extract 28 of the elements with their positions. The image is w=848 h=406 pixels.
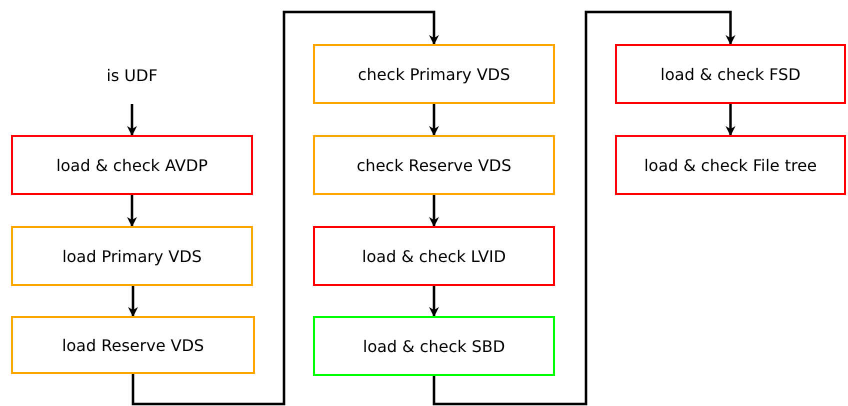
arrow [127, 104, 137, 136]
arrow [429, 104, 439, 136]
arrow [429, 195, 439, 227]
arrow [432, 10, 736, 406]
start-label: is UDF [106, 66, 158, 84]
process-box [313, 316, 555, 376]
process-box [11, 316, 255, 374]
process-box [11, 135, 253, 195]
process-box [313, 135, 555, 195]
process-box [615, 135, 846, 195]
box-label: load & check LVID [362, 246, 506, 266]
box-label: load & check FSD [660, 64, 801, 84]
arrow [132, 10, 439, 406]
box-label: load Reserve VDS [62, 336, 204, 354]
box-label: load & check SBD [362, 336, 506, 356]
arrow [726, 104, 736, 136]
process-box [615, 44, 846, 104]
process-box [313, 226, 555, 286]
process-box [313, 44, 555, 104]
box-label: load & check File tree [644, 156, 817, 174]
box-label: load & check AVDP [56, 156, 208, 174]
box-label: check Primary VDS [358, 64, 510, 84]
process-box [11, 226, 253, 286]
arrow [429, 286, 439, 317]
box-label: check Reserve VDS [356, 156, 512, 174]
arrow [128, 286, 138, 317]
box-label: load Primary VDS [62, 246, 202, 266]
arrow [127, 195, 137, 227]
